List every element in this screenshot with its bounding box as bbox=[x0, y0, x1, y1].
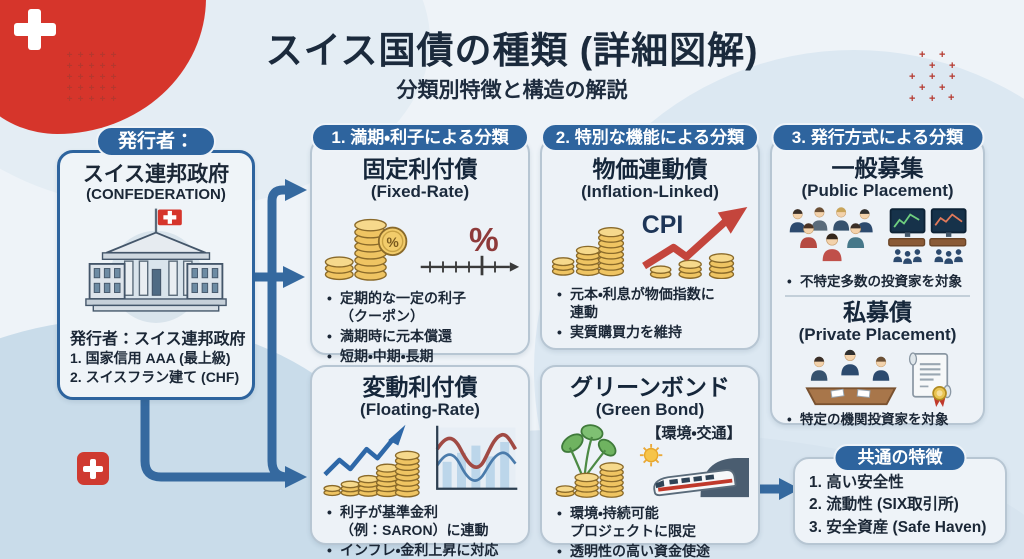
private-placement-title: 私募債 bbox=[843, 299, 912, 326]
common-feature-item: 2. 流動性 (SIX取引所) bbox=[809, 496, 959, 514]
bullet: インフレ・金利上昇に対応 bbox=[325, 542, 518, 559]
rising-coins-icon bbox=[323, 424, 420, 498]
private-placement-bullets: 特定の機関投資家を対象 bbox=[772, 409, 983, 429]
common-feature-item: 3. 安全資産 (Safe Haven) bbox=[809, 518, 987, 536]
connector-issuer-down bbox=[140, 399, 285, 482]
floating-rate-title-en: (Floating-Rate) bbox=[360, 400, 480, 420]
bullet: 満期時に元本償還 bbox=[325, 328, 518, 346]
percent-label: % bbox=[469, 222, 499, 259]
public-placement-bullets: 不特定多数の投資家を対象 bbox=[772, 271, 983, 291]
certificate-icon bbox=[908, 352, 951, 407]
green-bond-bullets: 環境・持続可能 プロジェクトに限定 透明性の高い資金使途 bbox=[542, 503, 758, 559]
wave-chart-icon bbox=[435, 425, 518, 490]
floating-rate-title: 変動利付債 bbox=[362, 374, 478, 400]
arrowhead bbox=[285, 179, 307, 201]
issuer-point-1: 1. 国家信用 AAA (最上級) bbox=[70, 350, 231, 367]
sun-train-icon bbox=[639, 443, 749, 497]
issuance-method-card: 3. 発行方式による分類 一般募集 (Public Placement) bbox=[770, 123, 985, 429]
issuer-point-2: 2. スイスフラン建て (CHF) bbox=[70, 368, 240, 385]
green-tag-group: 【環境・交通】 bbox=[639, 422, 749, 499]
meeting-icon bbox=[804, 349, 897, 406]
inflation-bullets: 元本・利息が物価指数に 連動 実質購買力を維持 bbox=[542, 284, 758, 342]
green-bond-title: グリーンボンド bbox=[570, 374, 730, 400]
cross-dot-grid-left: +++++++++++++++++++++++++ bbox=[66, 50, 117, 105]
issuer-badge: 発行者： bbox=[95, 126, 217, 157]
common-features-badge: 共通の特徴 bbox=[833, 444, 967, 472]
public-placement-title-en: (Public Placement) bbox=[801, 181, 954, 201]
cross-cluster-top-right: ++++++++++++ bbox=[909, 49, 956, 105]
bullet: 特定の機関投資家を対象 bbox=[785, 411, 973, 429]
fixed-rate-card: 1. 満期・利子による分類 固定利付債 (Fixed-Rate) % % bbox=[310, 123, 530, 365]
fixed-rate-title: 固定利付債 bbox=[362, 156, 478, 182]
coin-stack-icon: % bbox=[324, 218, 408, 281]
public-placement-title: 一般募集 bbox=[831, 155, 924, 181]
fixed-rate-bullets: 定期的な一定の利子 （クーポン） 満期時に元本償還 短期・中期・長期 bbox=[312, 288, 528, 366]
bullet: 短期・中期・長期 bbox=[325, 348, 518, 366]
bullet: 透明性の高い資金使途 bbox=[555, 543, 748, 559]
coin-percent-label: % bbox=[386, 235, 398, 250]
floating-rate-card: 変動利付債 (Floating-Rate) bbox=[310, 365, 530, 559]
bullet: 元本・利息が物価指数に 連動 bbox=[555, 286, 748, 322]
green-bond-title-en: (Green Bond) bbox=[595, 400, 705, 420]
swiss-flag-icon bbox=[77, 452, 109, 485]
bullet: 実質購買力を維持 bbox=[555, 324, 748, 342]
inflation-linked-card: 2. 特別な機能による分類 物価連動債 (Inflation-Linked) C… bbox=[540, 123, 760, 350]
plant-coins-icon bbox=[555, 424, 624, 498]
cpi-arrow-icon: CPI bbox=[642, 206, 748, 279]
private-placement-title-en: (Private Placement) bbox=[798, 325, 957, 345]
government-building-icon bbox=[85, 208, 227, 324]
connector-issuer-top bbox=[267, 185, 288, 450]
classification3-header: 3. 発行方式による分類 bbox=[771, 123, 984, 152]
cpi-label: CPI bbox=[642, 211, 683, 239]
divider bbox=[784, 295, 971, 298]
floating-rate-bullets: 利子が基準金利 （例：SARON）に連動 インフレ・金利上昇に対応 bbox=[312, 502, 528, 559]
issuer-card: 発行者： スイス連邦政府 (CONFEDERATION) bbox=[57, 126, 255, 400]
common-features-card: 共通の特徴 1. 高い安全性 2. 流動性 (SIX取引所) 3. 安全資産 (… bbox=[793, 444, 1007, 545]
bullet: 利子が基準金利 （例：SARON）に連動 bbox=[325, 504, 518, 540]
bullet: 環境・持続可能 プロジェクトに限定 bbox=[555, 505, 748, 541]
common-feature-item: 1. 高い安全性 bbox=[809, 474, 904, 491]
inflation-title-en: (Inflation-Linked) bbox=[581, 182, 719, 202]
trading-floor-icon bbox=[887, 208, 967, 264]
swiss-cross-icon bbox=[28, 9, 41, 50]
coin-stacks-icon bbox=[551, 226, 625, 277]
inflation-title: 物価連動債 bbox=[592, 156, 708, 182]
issuer-name-en: (CONFEDERATION) bbox=[86, 186, 226, 204]
arrowhead bbox=[283, 266, 305, 288]
connector-issuer-bottom bbox=[267, 277, 293, 482]
issuer-caption: 発行者：スイス連邦政府 bbox=[70, 331, 246, 349]
crowd-icon bbox=[789, 207, 873, 261]
percent-timeline-icon: % bbox=[420, 222, 520, 276]
classification2-header: 2. 特別な機能による分類 bbox=[541, 123, 759, 152]
bullet: 不特定多数の投資家を対象 bbox=[785, 273, 973, 291]
green-bond-card: グリーンボンド (Green Bond) 【環境・交通】 bbox=[540, 365, 760, 559]
issuer-name: スイス連邦政府 bbox=[82, 163, 230, 186]
classification1-header: 1. 満期・利子による分類 bbox=[311, 123, 529, 152]
fixed-rate-title-en: (Fixed-Rate) bbox=[370, 182, 470, 202]
arrowhead bbox=[285, 466, 307, 488]
green-tag: 【環境・交通】 bbox=[646, 424, 742, 442]
bullet: 定期的な一定の利子 （クーポン） bbox=[325, 290, 518, 326]
